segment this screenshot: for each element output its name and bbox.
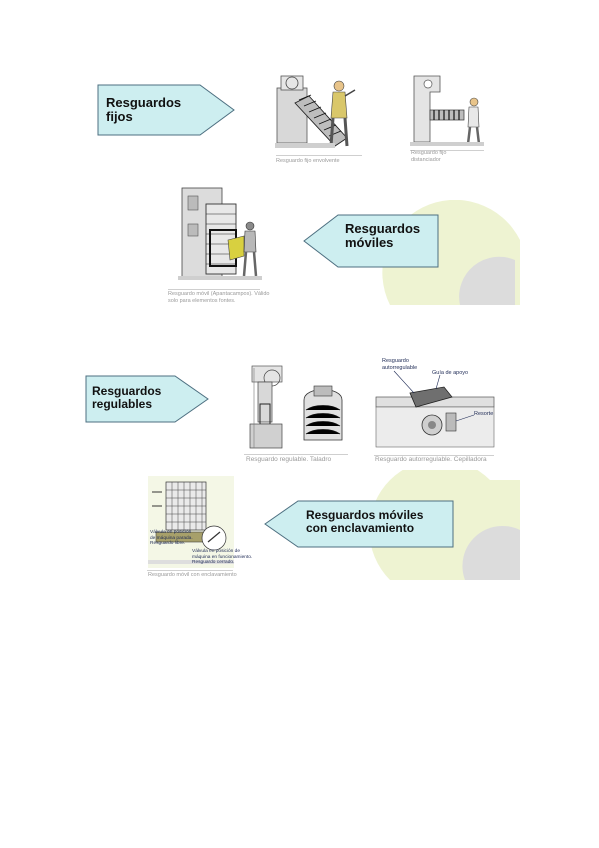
caption-movil: Resguardo móvil (Apantacampos). Válido s… [168, 291, 270, 304]
illustration-resguardo-enclavamiento [148, 476, 234, 568]
illustration-resguardo-autorregulable [374, 357, 496, 453]
caption-rule [147, 570, 233, 571]
illustration-resguardo-fijo-distanciador [410, 72, 484, 148]
caption-fijo-envolvente: Resguardo fijo envolvente [276, 158, 340, 164]
illustration-resguardo-fijo-envolvente [275, 68, 363, 153]
label-resguardo-autorregulable: Resguardo autorregulable [382, 358, 418, 371]
callout-label: Resguardos fijos [106, 95, 182, 125]
callout-label: Resguardos regulables [92, 384, 162, 412]
label-valvula-cerrado: Válvula en posición de máquina en funcio… [192, 549, 253, 566]
callout-resguardos-regulables: Resguardos regulables [85, 375, 209, 423]
label-resorte: Resorte [474, 411, 494, 417]
illustration-resguardo-regulable [244, 360, 350, 452]
callout-resguardos-moviles: Resguardos móviles [303, 214, 439, 268]
caption-rule [168, 289, 260, 290]
illustration-resguardo-movil [178, 184, 262, 284]
label-valvula-abierto: Válvula en posición de máquina parada. R… [150, 530, 193, 547]
caption-fijo-distanciador: Resguardo fijo distanciador [411, 150, 447, 163]
callout-label: Resguardos móviles [345, 221, 421, 251]
caption-rule [276, 155, 362, 156]
callout-resguardos-fijos: Resguardos fijos [97, 84, 235, 136]
caption-rule [244, 454, 348, 455]
callout-label: Resguardos móviles con enclavamiento [306, 508, 424, 536]
caption-regulable: Resguardo regulable. Taladro [246, 456, 332, 463]
caption-autorregulable: Resguardo autorregulable. Cepilladora [375, 456, 487, 463]
caption-rule [374, 455, 494, 456]
callout-resguardos-enclavamiento: Resguardos móviles con enclavamiento [264, 500, 454, 548]
caption-enclavamiento: Resguardo móvil con enclavamiento [148, 572, 237, 578]
label-guia-de-apoyo: Guía de apoyo [432, 370, 469, 376]
caption-rule [410, 150, 484, 151]
